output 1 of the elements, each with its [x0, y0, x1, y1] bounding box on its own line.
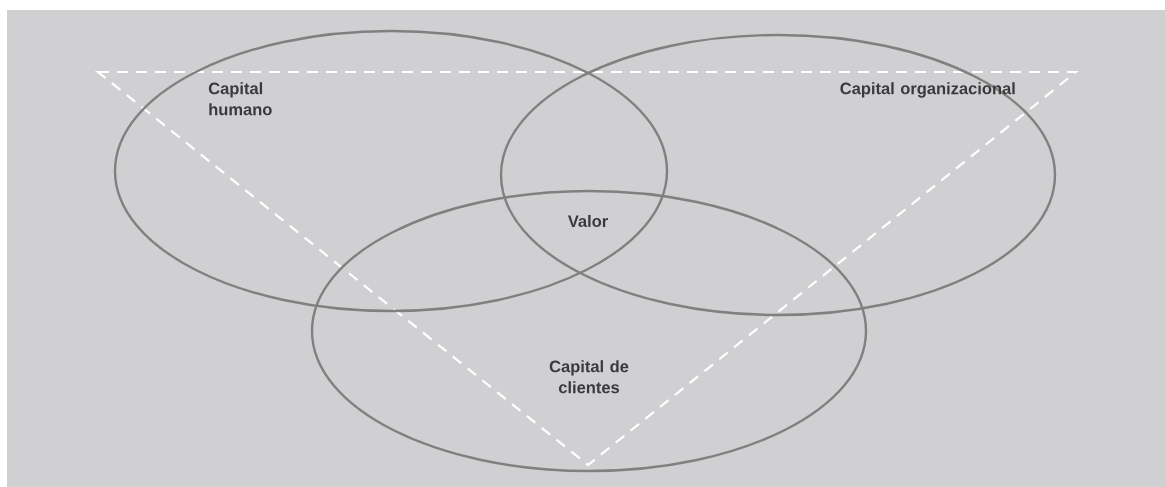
region-label: Valor — [567, 214, 608, 228]
